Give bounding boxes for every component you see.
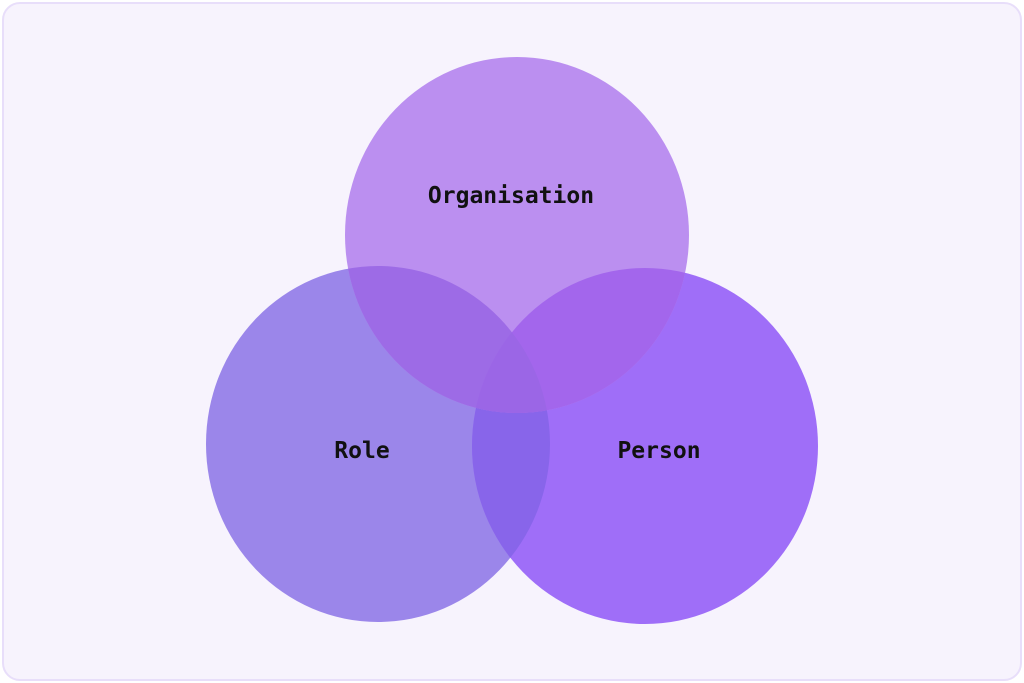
person-label: Person xyxy=(617,438,700,464)
organisation-label: Organisation xyxy=(428,183,594,209)
role-label: Role xyxy=(334,438,389,464)
organisation-role-overlap xyxy=(345,266,550,413)
organisation-person-overlap xyxy=(472,268,689,413)
